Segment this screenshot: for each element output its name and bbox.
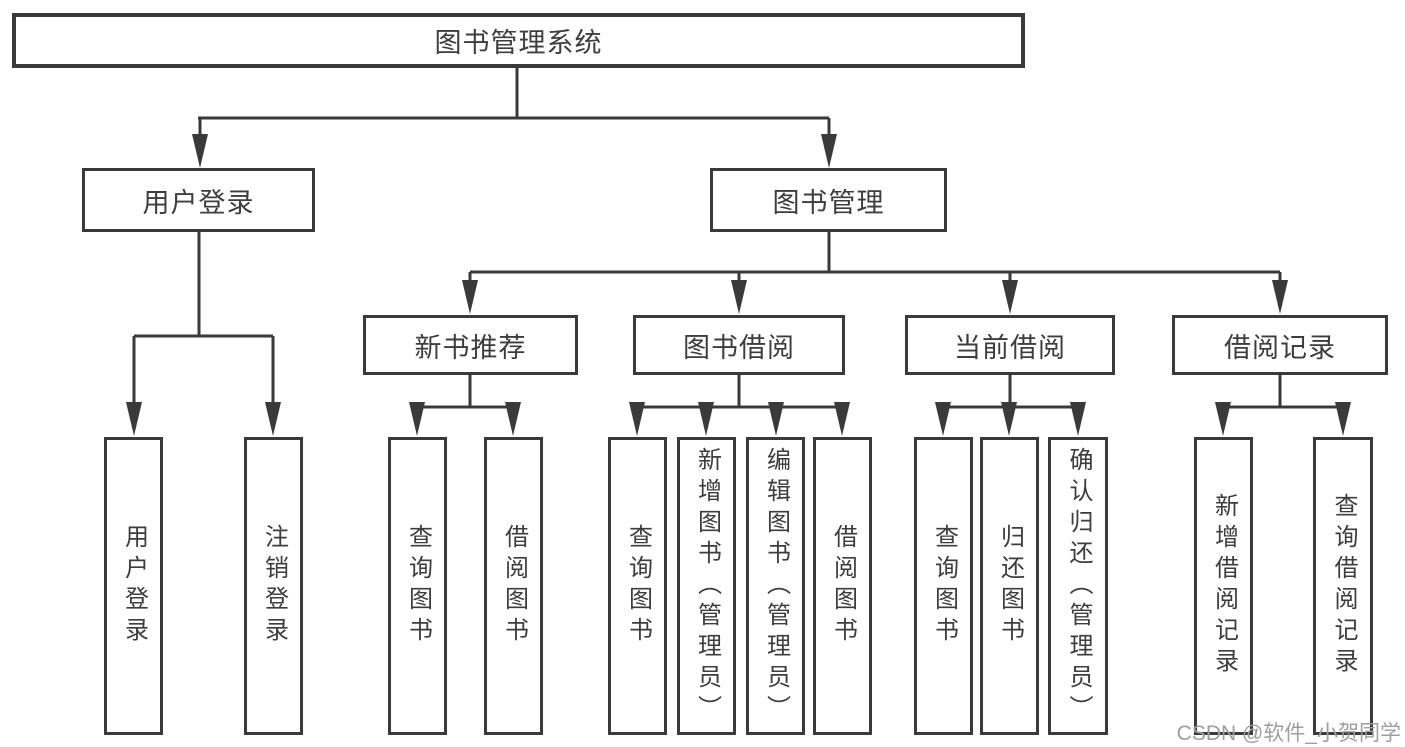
node-label: 查询图书 <box>624 524 652 648</box>
leaf-borrow-books: 借阅图书 <box>813 437 872 735</box>
leaf-add-books-admin: 新增图书（管理员） <box>677 437 736 735</box>
node-label: 用户登录 <box>120 524 148 648</box>
node-label: 新书推荐 <box>414 332 527 363</box>
node-label: 借阅图书 <box>500 524 528 648</box>
watermark: CSDN @软件_小贺同学 <box>1176 722 1401 745</box>
node-label: 编辑图书（管理员） <box>762 446 790 726</box>
leaf-borrow-books-recommend: 借阅图书 <box>484 437 543 735</box>
leaf-add-borrow-record: 新增借阅记录 <box>1194 437 1253 735</box>
arrowhead-icon <box>1272 280 1288 314</box>
arrowhead-icon <box>1001 402 1017 436</box>
node-book-management: 图书管理 <box>710 168 947 232</box>
node-label: 新增图书（管理员） <box>693 446 721 726</box>
node-user-login: 用户登录 <box>82 168 315 232</box>
node-book-borrowing: 图书借阅 <box>633 315 845 375</box>
leaf-return-books: 归还图书 <box>980 437 1039 735</box>
node-label: 当前借阅 <box>954 332 1066 363</box>
arrowhead-icon <box>935 402 951 436</box>
arrowhead-icon <box>1070 402 1086 436</box>
node-label: 借阅记录 <box>1224 332 1336 363</box>
node-label: 图书管理 <box>772 187 885 218</box>
arrowhead-icon <box>1335 402 1351 436</box>
leaf-search-books-borrowing: 查询图书 <box>608 437 667 735</box>
leaf-user-login: 用户登录 <box>104 437 163 735</box>
leaf-confirm-return-admin: 确认归还（管理员） <box>1048 437 1108 735</box>
arrowhead-icon <box>1002 280 1018 314</box>
node-borrowing-records: 借阅记录 <box>1172 315 1388 375</box>
arrowhead-icon <box>126 402 142 436</box>
node-label: 新增借阅记录 <box>1210 493 1238 679</box>
node-label: 确认归还（管理员） <box>1065 446 1092 726</box>
tree-edges <box>132 68 1343 409</box>
arrowhead-icon <box>698 402 714 436</box>
arrowhead-icon <box>834 402 850 436</box>
arrowhead-icon <box>462 280 478 314</box>
leaf-search-borrow-record: 查询借阅记录 <box>1313 437 1373 735</box>
node-new-book-recommendation: 新书推荐 <box>363 315 578 375</box>
leaf-logout: 注销登录 <box>244 437 303 735</box>
node-label: 图书借阅 <box>683 332 795 363</box>
node-label: 归还图书 <box>996 524 1024 648</box>
node-label: 图书管理系统 <box>434 28 603 58</box>
node-label: 查询借阅记录 <box>1330 493 1357 679</box>
node-label: 查询图书 <box>930 524 958 648</box>
arrowhead-icon <box>409 402 425 436</box>
arrowhead-icon <box>192 134 208 168</box>
arrowhead-icon <box>265 402 281 436</box>
arrowhead-icon <box>629 402 645 436</box>
node-library-management-system: 图书管理系统 <box>12 13 1025 68</box>
leaf-edit-books-admin: 编辑图书（管理员） <box>746 437 805 735</box>
arrowhead-icon <box>768 402 784 436</box>
arrowhead-icon <box>505 402 521 436</box>
arrowhead-icon <box>731 280 747 314</box>
node-current-borrowing: 当前借阅 <box>905 315 1115 375</box>
node-label: 用户登录 <box>142 187 255 218</box>
arrowhead-icon <box>821 134 837 168</box>
leaf-search-books-recommend: 查询图书 <box>388 437 447 735</box>
node-label: 查询图书 <box>404 524 432 648</box>
leaf-search-books-current: 查询图书 <box>914 437 973 735</box>
node-label: 注销登录 <box>260 524 288 648</box>
arrowhead-icon <box>1215 402 1231 436</box>
arrowheads <box>126 134 1351 436</box>
node-label: 借阅图书 <box>829 524 857 648</box>
